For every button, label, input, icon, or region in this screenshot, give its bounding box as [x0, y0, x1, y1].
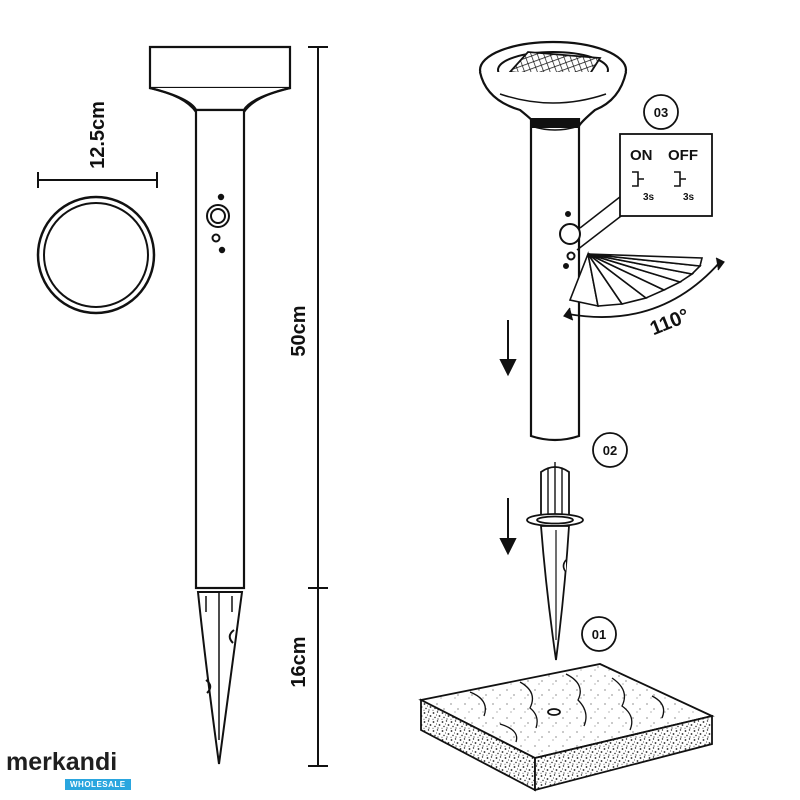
ground-block-icon: [418, 663, 715, 792]
top-view-ring-icon: [36, 195, 156, 315]
step-02-label: 02: [603, 443, 617, 458]
step-03-label: 03: [654, 105, 668, 120]
step-01-label: 01: [592, 627, 606, 642]
sensor-angle-label: 110°: [647, 305, 693, 340]
switch-button-icon: [566, 251, 576, 261]
switch-off-time: 3s: [683, 192, 695, 203]
step-02-badge: [592, 432, 628, 468]
logo-tagline: WHOLESALE: [65, 779, 131, 790]
switch-button-icon: [211, 233, 221, 243]
spike-length-label: 16cm: [288, 636, 310, 687]
switch-on-label: ON: [630, 147, 653, 164]
switch-off-label: OFF: [668, 147, 698, 164]
sensor-icon: [559, 223, 581, 245]
step-03-badge: [643, 94, 679, 130]
merkandi-logo: merkandi WHOLESALE: [6, 748, 146, 796]
ground-spike-icon: [526, 462, 584, 661]
dimension-drawing: [36, 45, 328, 767]
ground-spike-icon: [196, 591, 244, 765]
detection-fan-icon: [568, 251, 704, 308]
step-01-badge: [581, 616, 617, 652]
logo-name: merkandi: [6, 748, 118, 776]
switch-off-icon: [674, 171, 686, 187]
down-arrow-icon: [499, 320, 517, 377]
switch-on-time: 3s: [643, 192, 655, 203]
lamp-head-icon: [148, 45, 292, 90]
body-height-label: 50cm: [288, 305, 310, 356]
switch-instruction-box: [619, 133, 713, 217]
pole-body: [194, 108, 246, 590]
pole-body: [529, 118, 581, 442]
angle-arc: [567, 261, 721, 318]
down-arrow-icon: [499, 498, 517, 556]
diameter-label: 12.5cm: [87, 101, 109, 169]
switch-on-icon: [632, 171, 644, 187]
installation-steps: [418, 40, 725, 792]
